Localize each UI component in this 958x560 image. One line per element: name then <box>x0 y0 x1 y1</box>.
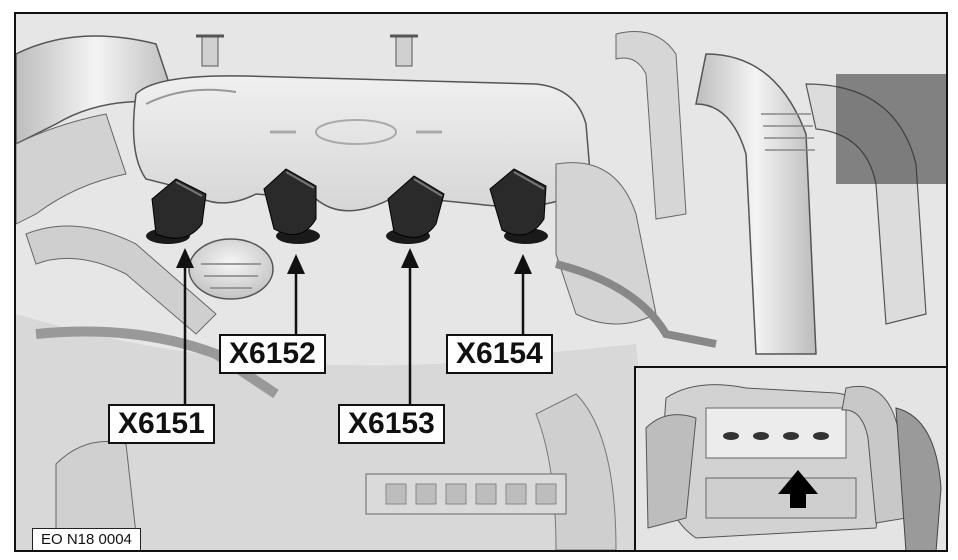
inset-engine-overview <box>636 368 946 550</box>
location-inset <box>634 366 946 550</box>
connector-label-x6154: X6154 <box>446 334 553 374</box>
ignition-coil-connector-3 <box>386 175 445 244</box>
connector-label-x6153: X6153 <box>338 404 445 444</box>
arrow-up-icon <box>176 248 194 406</box>
thick-arrow-up-icon <box>778 470 818 508</box>
oil-filler-cap <box>188 238 274 300</box>
charge-pipe <box>695 53 817 355</box>
figure-frame: X6151 X6152 X6153 X6154 EO N18 0004 <box>14 12 948 552</box>
brand-emblem <box>315 119 397 145</box>
figure-code: EO N18 0004 <box>32 528 141 550</box>
ignition-coil-connector-4 <box>489 168 548 244</box>
ignition-coil-connector-1 <box>146 178 207 244</box>
engine-illustration <box>16 14 946 550</box>
arrow-up-icon <box>514 254 532 336</box>
connector-label-x6151: X6151 <box>108 404 215 444</box>
lower-manifold <box>365 473 567 515</box>
arrow-up-icon <box>401 248 419 406</box>
ignition-coil-connector-2 <box>263 168 320 244</box>
connector-label-x6152: X6152 <box>219 334 326 374</box>
arrow-up-icon <box>287 254 305 336</box>
